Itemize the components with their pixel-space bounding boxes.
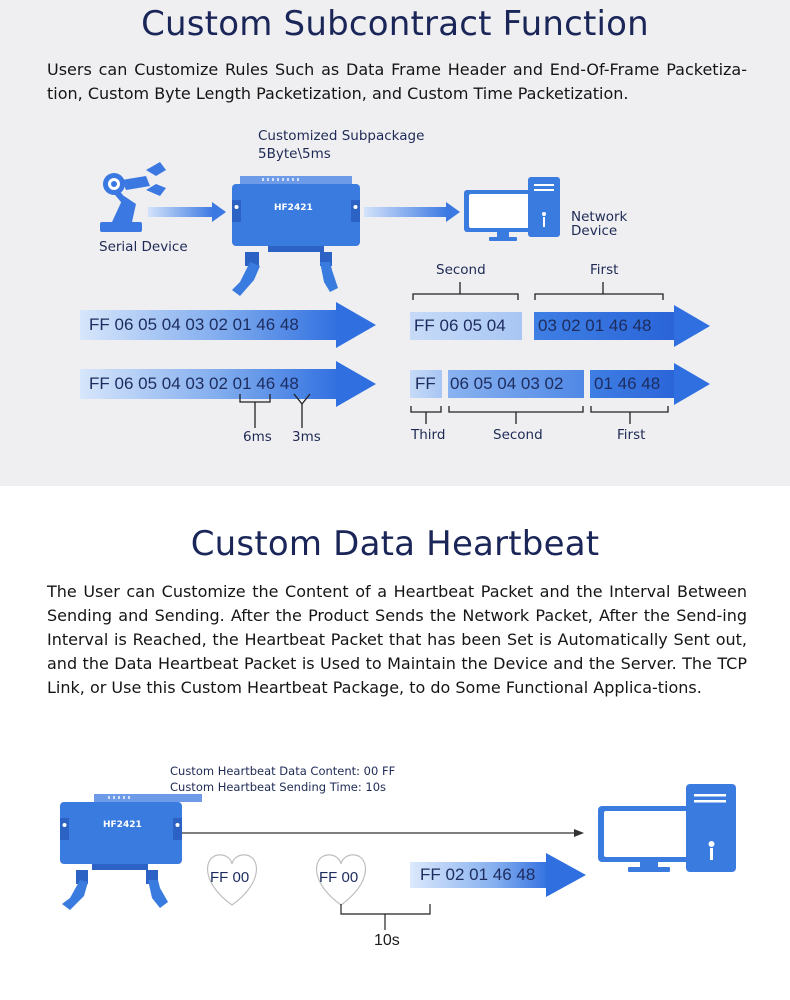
heart-2-text: FF 00 [319, 869, 359, 886]
row1-segment-b: 03 02 01 46 48 [538, 316, 652, 335]
packet-data-text: FF 02 01 46 48 [420, 865, 536, 884]
row1-brackets [412, 282, 664, 300]
arrow-serial-to-device [148, 202, 226, 222]
heartbeat-description: The User can Customize the Content of a … [47, 582, 747, 697]
row1-segment-a: FF 06 05 04 [414, 316, 506, 335]
network-device-label-2: Device [571, 223, 618, 239]
packet-data-arrow [410, 853, 586, 897]
hf2421-device-icon-bottom [60, 794, 202, 910]
heart-1-text: FF 00 [210, 869, 250, 886]
heart-2-icon [315, 854, 367, 906]
row2-timing-marks [239, 393, 311, 428]
row2-brackets [410, 406, 669, 424]
device-model-label: HF2421 [274, 203, 313, 213]
heart-1-icon [206, 854, 258, 906]
row1-second-label: Second [436, 262, 486, 278]
row2-segment-c: 01 46 48 [594, 374, 661, 393]
interval-bracket [340, 904, 431, 930]
row2-split-packets [410, 363, 710, 405]
heartbeat-connection-arrow [182, 829, 584, 837]
row1-data-text: FF 06 05 04 03 02 01 46 48 [89, 315, 299, 334]
row2-third-label: Third [411, 427, 446, 443]
network-computer-icon [464, 177, 560, 241]
arrow-device-to-network [364, 202, 460, 222]
device-model-label-bottom: HF2421 [103, 820, 142, 830]
row2-second-label: Second [493, 427, 543, 443]
row2-segment-a: FF [415, 374, 436, 393]
serial-device-label: Serial Device [99, 239, 188, 255]
row1-split-packets [410, 305, 710, 347]
network-device-label-1: Network [571, 209, 628, 225]
heartbeat-time-label: Custom Heartbeat Sending Time: 10s [170, 780, 387, 794]
hf2421-device-icon [232, 176, 360, 296]
heartbeat-title: Custom Data Heartbeat [190, 524, 600, 564]
row1-data-arrow [80, 302, 376, 348]
time-6ms-label: 6ms [243, 429, 272, 445]
server-computer-icon [598, 784, 736, 872]
subcontract-description: Users can Customize Rules Such as Data F… [47, 60, 747, 103]
interval-label: 10s [374, 932, 400, 949]
row2-segment-b: 06 05 04 03 02 [450, 374, 564, 393]
row2-first-label: First [617, 427, 646, 443]
time-3ms-label: 3ms [292, 429, 321, 445]
subpackage-label: Customized Subpackage [258, 128, 425, 144]
row1-first-label: First [590, 262, 619, 278]
subcontract-section [0, 0, 790, 486]
row2-data-text: FF 06 05 04 03 02 01 46 48 [89, 374, 299, 393]
row2-data-arrow [80, 361, 376, 407]
heartbeat-content-label: Custom Heartbeat Data Content: 00 FF [170, 764, 396, 778]
robot-arm-icon [100, 162, 166, 232]
subcontract-title: Custom Subcontract Function [141, 4, 649, 44]
subpackage-rule-label: 5Byte\5ms [258, 146, 331, 162]
